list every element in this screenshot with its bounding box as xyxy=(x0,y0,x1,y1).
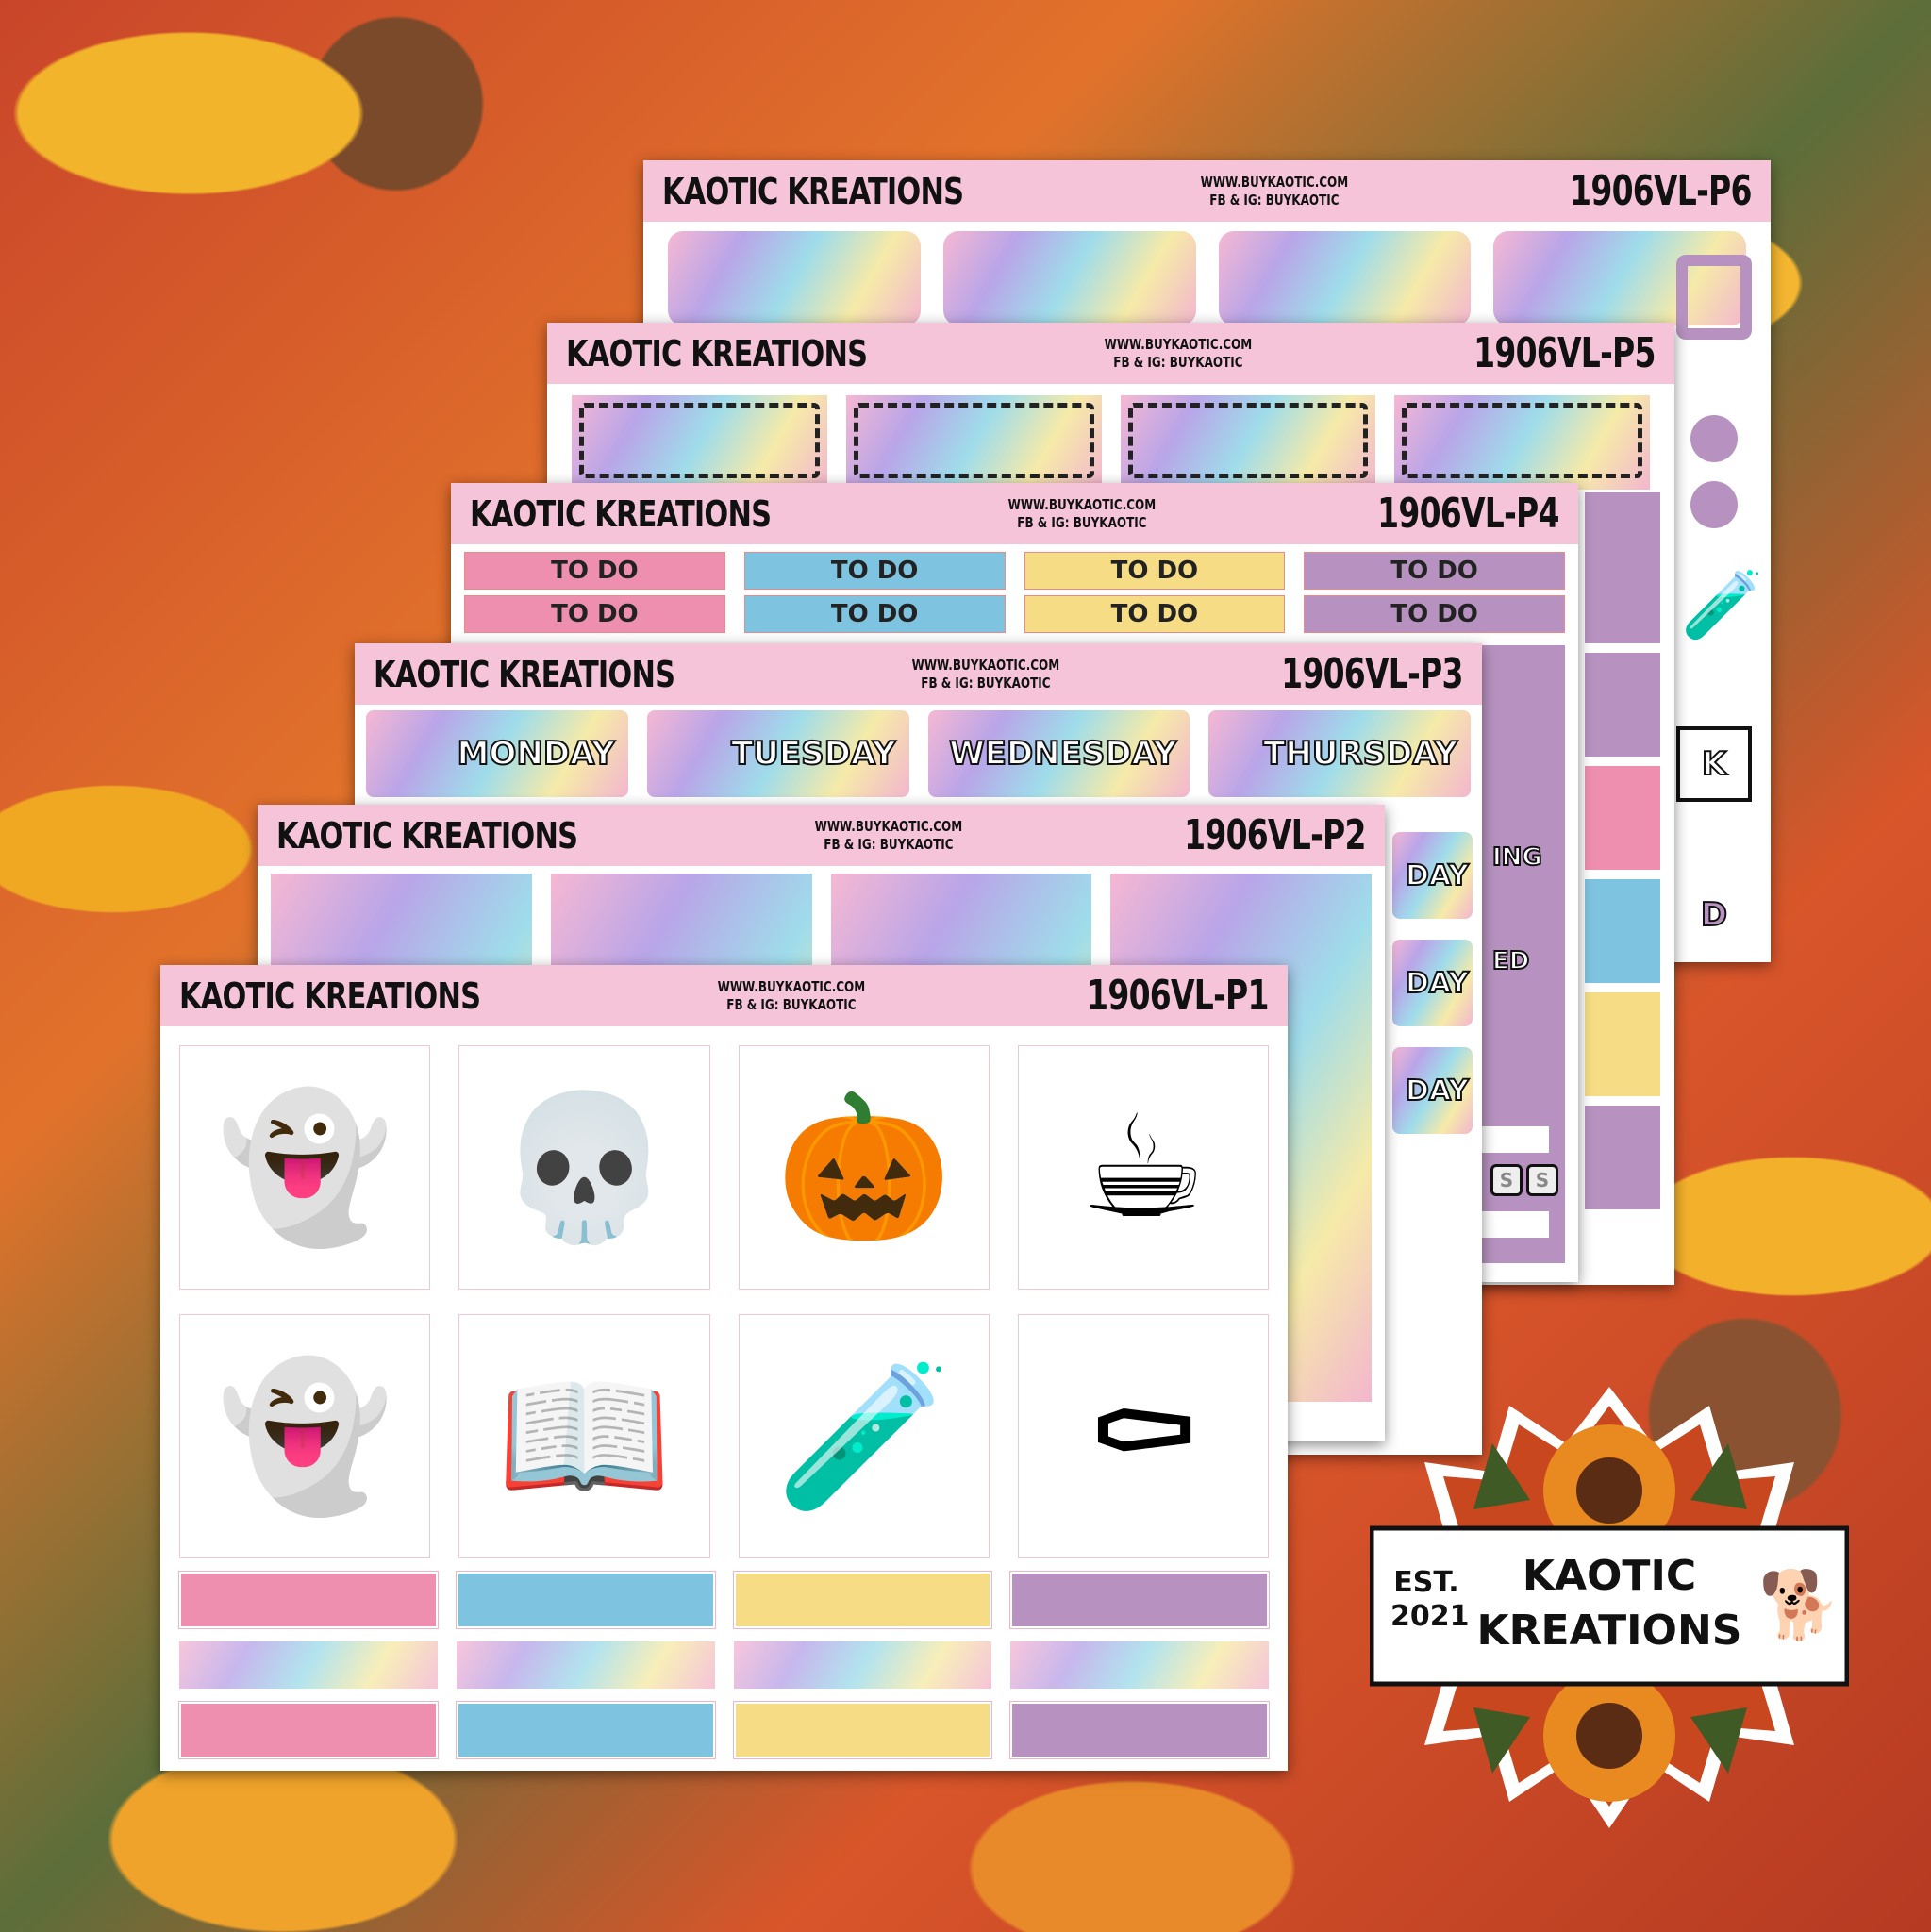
color-strip-pink xyxy=(178,1701,439,1759)
partial-label: ED xyxy=(1491,946,1530,976)
brand-name: KAOTIC KREATIONS xyxy=(662,170,964,212)
image-strip xyxy=(1010,1641,1269,1689)
frame-sticker xyxy=(1676,255,1752,340)
ghost-pumpkins-sticker: 👻 xyxy=(179,1045,431,1290)
brand-name: KAOTIC KREATIONS xyxy=(179,974,481,1017)
coffin-sticker: ⚰ xyxy=(1017,1314,1269,1558)
ghost-label-sticker xyxy=(1218,231,1472,325)
image-strip xyxy=(179,1641,438,1689)
logo-line-1: KAOTIC xyxy=(1522,1552,1697,1600)
cup-label-sticker xyxy=(1493,231,1746,325)
day-label-partial: DAY xyxy=(1392,940,1473,1026)
todo-label: TO DO xyxy=(1024,552,1286,590)
website: WWW.BUYKAOTIC.COM xyxy=(814,817,962,835)
s-checkbox: S xyxy=(1490,1164,1523,1196)
day-label-wednesday: WEDNESDAY xyxy=(927,710,1190,797)
social-handle: FB & IG: BUYKAOTIC xyxy=(1209,191,1340,208)
sunflower-leaves-icon xyxy=(1369,1387,1850,1828)
social-handle: FB & IG: BUYKAOTIC xyxy=(726,995,857,1013)
chain-frame-sticker xyxy=(1394,395,1650,490)
ghost-teacup-sticker: ☕ xyxy=(1017,1045,1269,1290)
day-label-partial: DAY xyxy=(1392,832,1473,919)
website: WWW.BUYKAOTIC.COM xyxy=(1200,173,1348,191)
sheet-code: 1906VL-P6 xyxy=(1570,167,1752,215)
partial-letter: D xyxy=(1700,895,1728,935)
ghost-bow-sticker: 👻 xyxy=(179,1314,431,1558)
kaotic-kreations-logo: EST. 2021 KAOTIC KREATIONS 🐕 xyxy=(1369,1368,1850,1847)
logo-year: 2021 xyxy=(1390,1600,1470,1633)
color-strip-blue xyxy=(455,1701,716,1759)
partial-label: ING xyxy=(1491,842,1543,873)
image-strip xyxy=(733,1641,992,1689)
chain-frame-sticker xyxy=(1120,395,1376,490)
image-strip xyxy=(456,1641,715,1689)
social-handle: FB & IG: BUYKAOTIC xyxy=(1017,513,1147,531)
todo-label: TO DO xyxy=(1024,595,1286,633)
social-handle: FB & IG: BUYKAOTIC xyxy=(824,835,954,853)
website: WWW.BUYKAOTIC.COM xyxy=(717,977,865,995)
logo-est: EST. xyxy=(1393,1566,1459,1599)
sheet-code: 1906VL-P4 xyxy=(1377,490,1559,538)
sheet-code: 1906VL-P3 xyxy=(1281,650,1463,698)
heart-potion-sticker: 🧪 xyxy=(738,1314,990,1558)
color-strip-purple xyxy=(1009,1701,1270,1759)
chain-frame-sticker xyxy=(572,395,827,490)
witch-ghost-sticker: 🎃 xyxy=(738,1045,990,1290)
brand-name: KAOTIC KREATIONS xyxy=(566,332,868,375)
website: WWW.BUYKAOTIC.COM xyxy=(1007,495,1156,513)
skull-bow-sticker: 💀 xyxy=(458,1045,710,1290)
sheet-code: 1906VL-P2 xyxy=(1184,811,1366,859)
locked-book-sticker: 📖 xyxy=(458,1314,710,1558)
sheet-code: 1906VL-P5 xyxy=(1473,329,1656,377)
dog-portrait-icon: 🐕 xyxy=(1758,1566,1841,1643)
chain-frame-blue xyxy=(1585,879,1660,983)
todo-label: TO DO xyxy=(1304,595,1565,633)
brand-name: KAOTIC KREATIONS xyxy=(374,653,675,695)
chain-frame-pink xyxy=(1585,766,1660,870)
potion-sticker: 🧪 xyxy=(1681,566,1764,643)
dot-sticker xyxy=(1690,415,1738,462)
s-checkbox: S xyxy=(1526,1164,1558,1196)
brand-name: KAOTIC KREATIONS xyxy=(470,492,772,535)
chain-frame-sticker xyxy=(845,395,1102,490)
todo-label: TO DO xyxy=(464,552,725,590)
color-strip-blue xyxy=(455,1571,716,1629)
color-strip-pink xyxy=(178,1571,439,1629)
day-label-tuesday: TUESDAY xyxy=(646,710,909,797)
social-handle: FB & IG: BUYKAOTIC xyxy=(1113,353,1243,371)
day-label-monday: MONDAY xyxy=(366,710,628,797)
book-label-sticker xyxy=(942,231,1196,325)
color-strip-yellow xyxy=(732,1571,993,1629)
chain-frame-yellow xyxy=(1585,992,1660,1096)
color-strip-yellow xyxy=(732,1701,993,1759)
brand-name: KAOTIC KREATIONS xyxy=(276,814,578,857)
website: WWW.BUYKAOTIC.COM xyxy=(911,656,1059,674)
todo-label: TO DO xyxy=(743,552,1006,590)
social-handle: FB & IG: BUYKAOTIC xyxy=(921,674,1051,691)
bow-label-sticker xyxy=(668,231,921,325)
partial-letter: K xyxy=(1676,726,1752,802)
day-label-partial: DAY xyxy=(1392,1047,1473,1134)
todo-label: TO DO xyxy=(743,595,1006,633)
day-label-thursday: THURSDAY xyxy=(1208,710,1471,797)
website: WWW.BUYKAOTIC.COM xyxy=(1104,335,1252,353)
logo-line-2: KREATIONS xyxy=(1476,1607,1742,1655)
todo-label: TO DO xyxy=(464,595,725,633)
todo-label: TO DO xyxy=(1304,552,1565,590)
dot-sticker xyxy=(1690,481,1738,528)
sheet-code: 1906VL-P1 xyxy=(1087,972,1269,1020)
color-strip-purple xyxy=(1009,1571,1270,1629)
chain-frame-purple xyxy=(1585,1106,1660,1209)
